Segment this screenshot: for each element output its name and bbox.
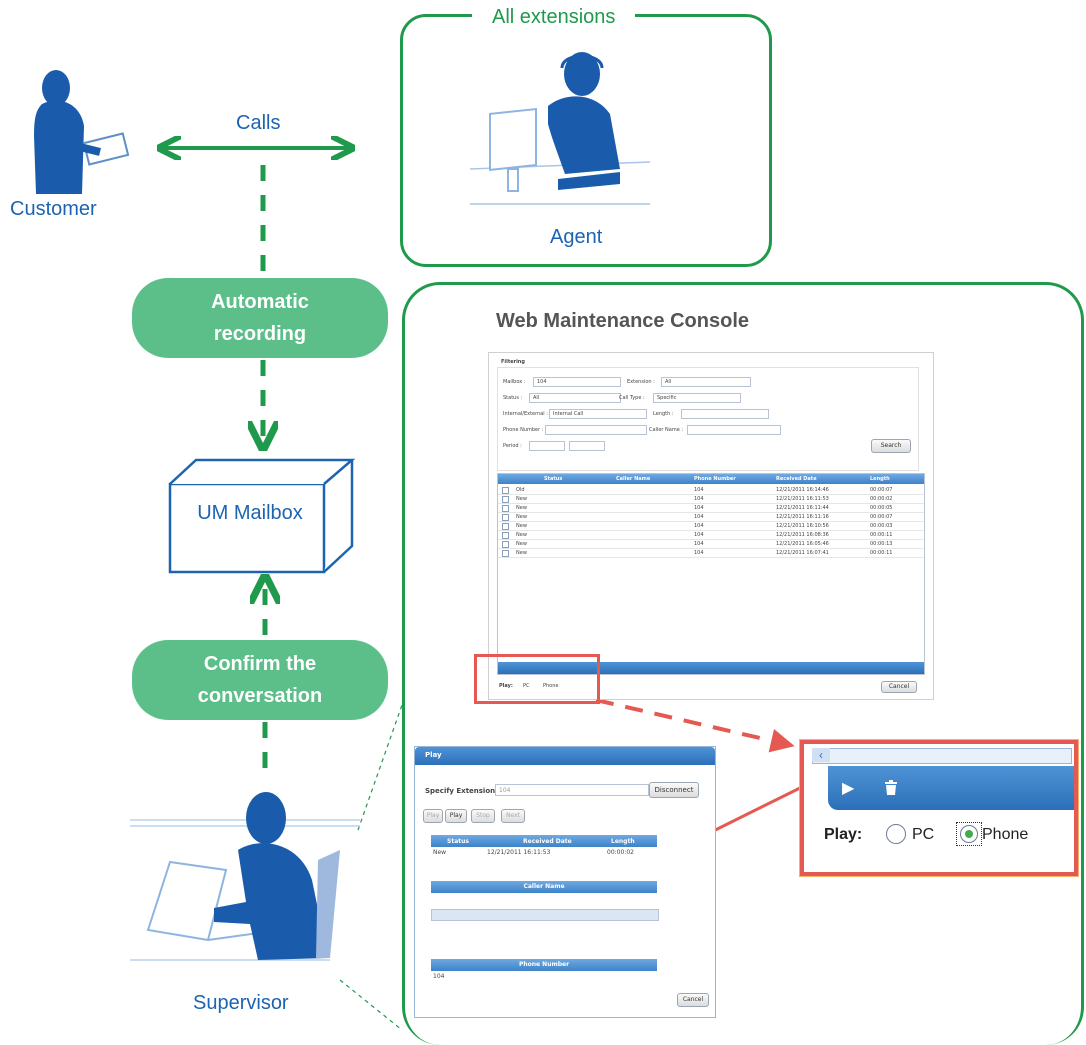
caller-name-header: Caller Name — [431, 881, 657, 893]
row-checkbox[interactable] — [502, 496, 509, 503]
play-dialog: Play Specify Extension 104 Disconnect Pl… — [414, 746, 716, 1018]
console-cancel-button[interactable]: Cancel — [881, 681, 917, 693]
zoom-toolbar: ▶ — [828, 766, 1074, 810]
um-mailbox-cube — [168, 458, 356, 574]
zoom-play-label: Play: — [824, 826, 863, 843]
web-console-title: Web Maintenance Console — [496, 310, 750, 332]
extension-select[interactable] — [661, 377, 751, 387]
pc-radio[interactable] — [886, 824, 906, 844]
customer-icon — [34, 70, 130, 194]
specify-extension-input[interactable] — [495, 784, 649, 796]
search-button[interactable]: Search — [871, 439, 911, 453]
period-to-input[interactable] — [569, 441, 605, 451]
caller-name-input[interactable] — [687, 425, 781, 435]
dialog-row[interactable]: New 12/21/2011 16:11:53 00:00:02 — [433, 849, 634, 856]
console-toolbar[interactable] — [498, 662, 924, 674]
row-checkbox[interactable] — [502, 487, 509, 494]
highlight-toolbar-box — [474, 654, 600, 704]
period-from-input[interactable] — [529, 441, 565, 451]
row-checkbox[interactable] — [502, 541, 509, 548]
agent-icon — [470, 52, 650, 205]
row-checkbox[interactable] — [502, 532, 509, 539]
supervisor-icon — [130, 792, 360, 961]
play-dialog-titlebar: Play — [415, 747, 715, 765]
play-icon[interactable]: ▶ — [842, 780, 855, 797]
web-console-box — [402, 282, 1084, 1045]
row-checkbox[interactable] — [502, 514, 509, 521]
dialog-btn-1[interactable]: Play — [423, 809, 443, 823]
zoom-dashed-arrow — [595, 698, 795, 753]
phone-number-header: Phone Number — [431, 959, 657, 971]
trash-icon[interactable] — [884, 780, 898, 796]
status-select[interactable] — [529, 393, 621, 403]
row-checkbox[interactable] — [502, 505, 509, 512]
um-mailbox-label: UM Mailbox — [197, 502, 303, 524]
phone-number-input[interactable] — [545, 425, 647, 435]
dialog-cancel-button[interactable]: Cancel — [677, 993, 709, 1007]
row-checkbox[interactable] — [502, 523, 509, 530]
dialog-play-button[interactable]: Play — [445, 809, 467, 823]
length-select[interactable] — [681, 409, 769, 419]
console-screenshot: Filtering Mailbox : 104 Extension : All … — [488, 352, 934, 700]
dialog-stop-button[interactable]: Stop — [471, 809, 495, 823]
calls-label: Calls — [236, 112, 281, 134]
dialog-table-header: Status Received Date Length — [431, 835, 657, 847]
row-checkbox[interactable] — [502, 550, 509, 557]
disconnect-button[interactable]: Disconnect — [649, 782, 699, 798]
mailbox-select[interactable] — [533, 377, 621, 387]
confirm-conversation-pill: Confirm the conversation — [132, 640, 388, 720]
customer-label: Customer — [10, 198, 97, 220]
agent-label: Agent — [550, 226, 603, 248]
dialog-next-button[interactable]: Next — [501, 809, 525, 823]
calltype-select[interactable] — [653, 393, 741, 403]
all-extensions-label: All extensions — [472, 6, 636, 29]
supervisor-label: Supervisor — [193, 992, 289, 1014]
automatic-recording-pill: Automatic recording — [132, 278, 388, 358]
internal-select[interactable] — [549, 409, 647, 419]
zoom-panel: ‹ ▶ Play: PC Phone — [800, 740, 1078, 876]
record-table-header: Status Caller Name Phone Number Received… — [498, 474, 924, 484]
caller-name-scroll[interactable] — [431, 909, 659, 921]
phone-radio[interactable] — [956, 822, 982, 846]
scroll-left-icon[interactable]: ‹ — [812, 748, 830, 762]
